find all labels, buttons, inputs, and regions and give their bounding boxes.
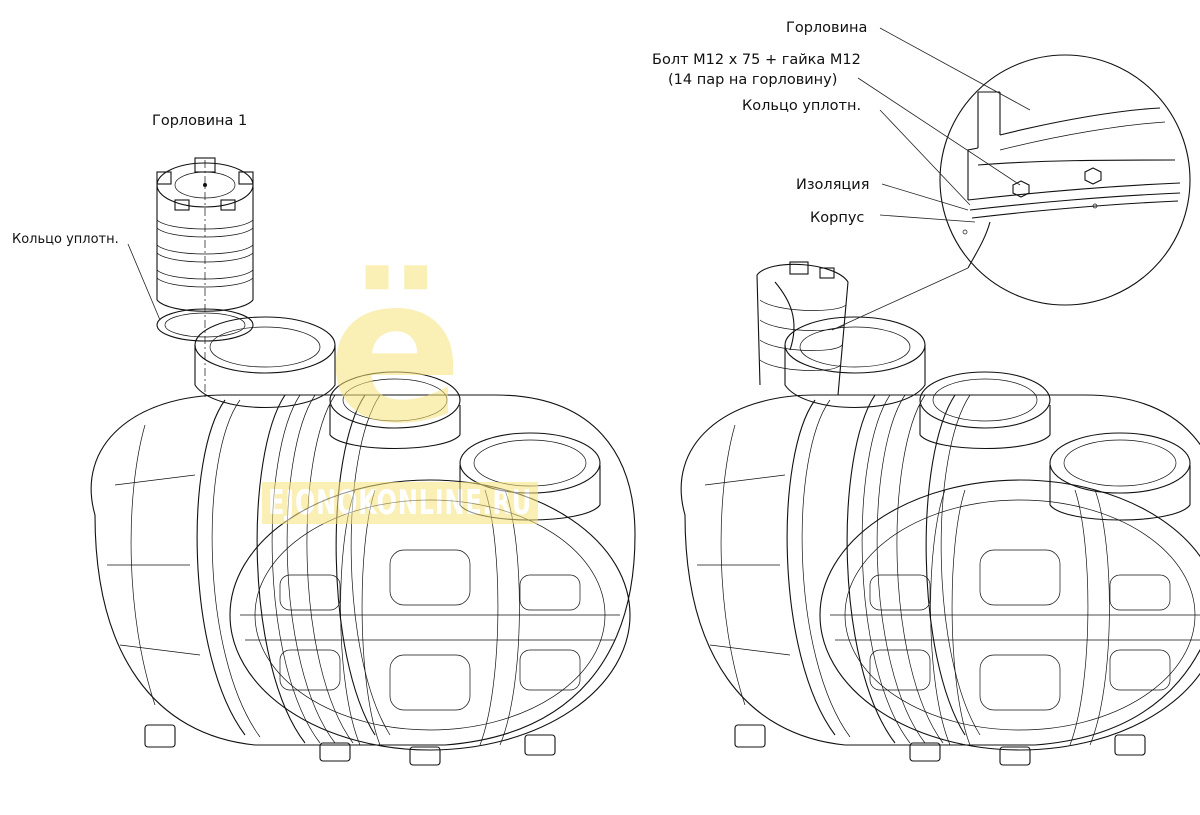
label-seal-ring-right: Кольцо уплотн.: [742, 98, 861, 114]
label-neck-1: Горловина 1: [152, 113, 247, 129]
watermark-text: EJONOKONLINE.RU: [268, 483, 532, 523]
leader-seal-ring-left: [127, 243, 161, 321]
watermark: EJONOKONLINE.RU ё: [262, 235, 538, 524]
label-bolt-line2: (14 пар на горловину): [668, 72, 837, 88]
label-seal-ring-left: Кольцо уплотн.: [12, 232, 119, 247]
leader-bolt: [857, 77, 1021, 186]
leader-insulation: [881, 183, 969, 211]
right-neck-assembled: [756, 261, 849, 396]
label-bolt-line1: Болт М12 х 75 + гайка М12: [652, 52, 861, 68]
watermark-letter: ё: [327, 235, 463, 468]
left-neck-exploded: [156, 157, 254, 400]
leader-callout-neck: [831, 267, 969, 331]
leader-neck: [879, 27, 1031, 111]
detail-callout: [939, 54, 1191, 306]
leader-seal-ring-right: [879, 109, 971, 206]
label-insulation: Изоляция: [796, 177, 869, 193]
label-neck: Горловина: [786, 20, 867, 36]
watermark-banner: [262, 482, 538, 524]
label-body: Корпус: [810, 210, 864, 226]
right-tank-assembled-view: [680, 316, 1200, 766]
leader-body: [879, 214, 976, 223]
